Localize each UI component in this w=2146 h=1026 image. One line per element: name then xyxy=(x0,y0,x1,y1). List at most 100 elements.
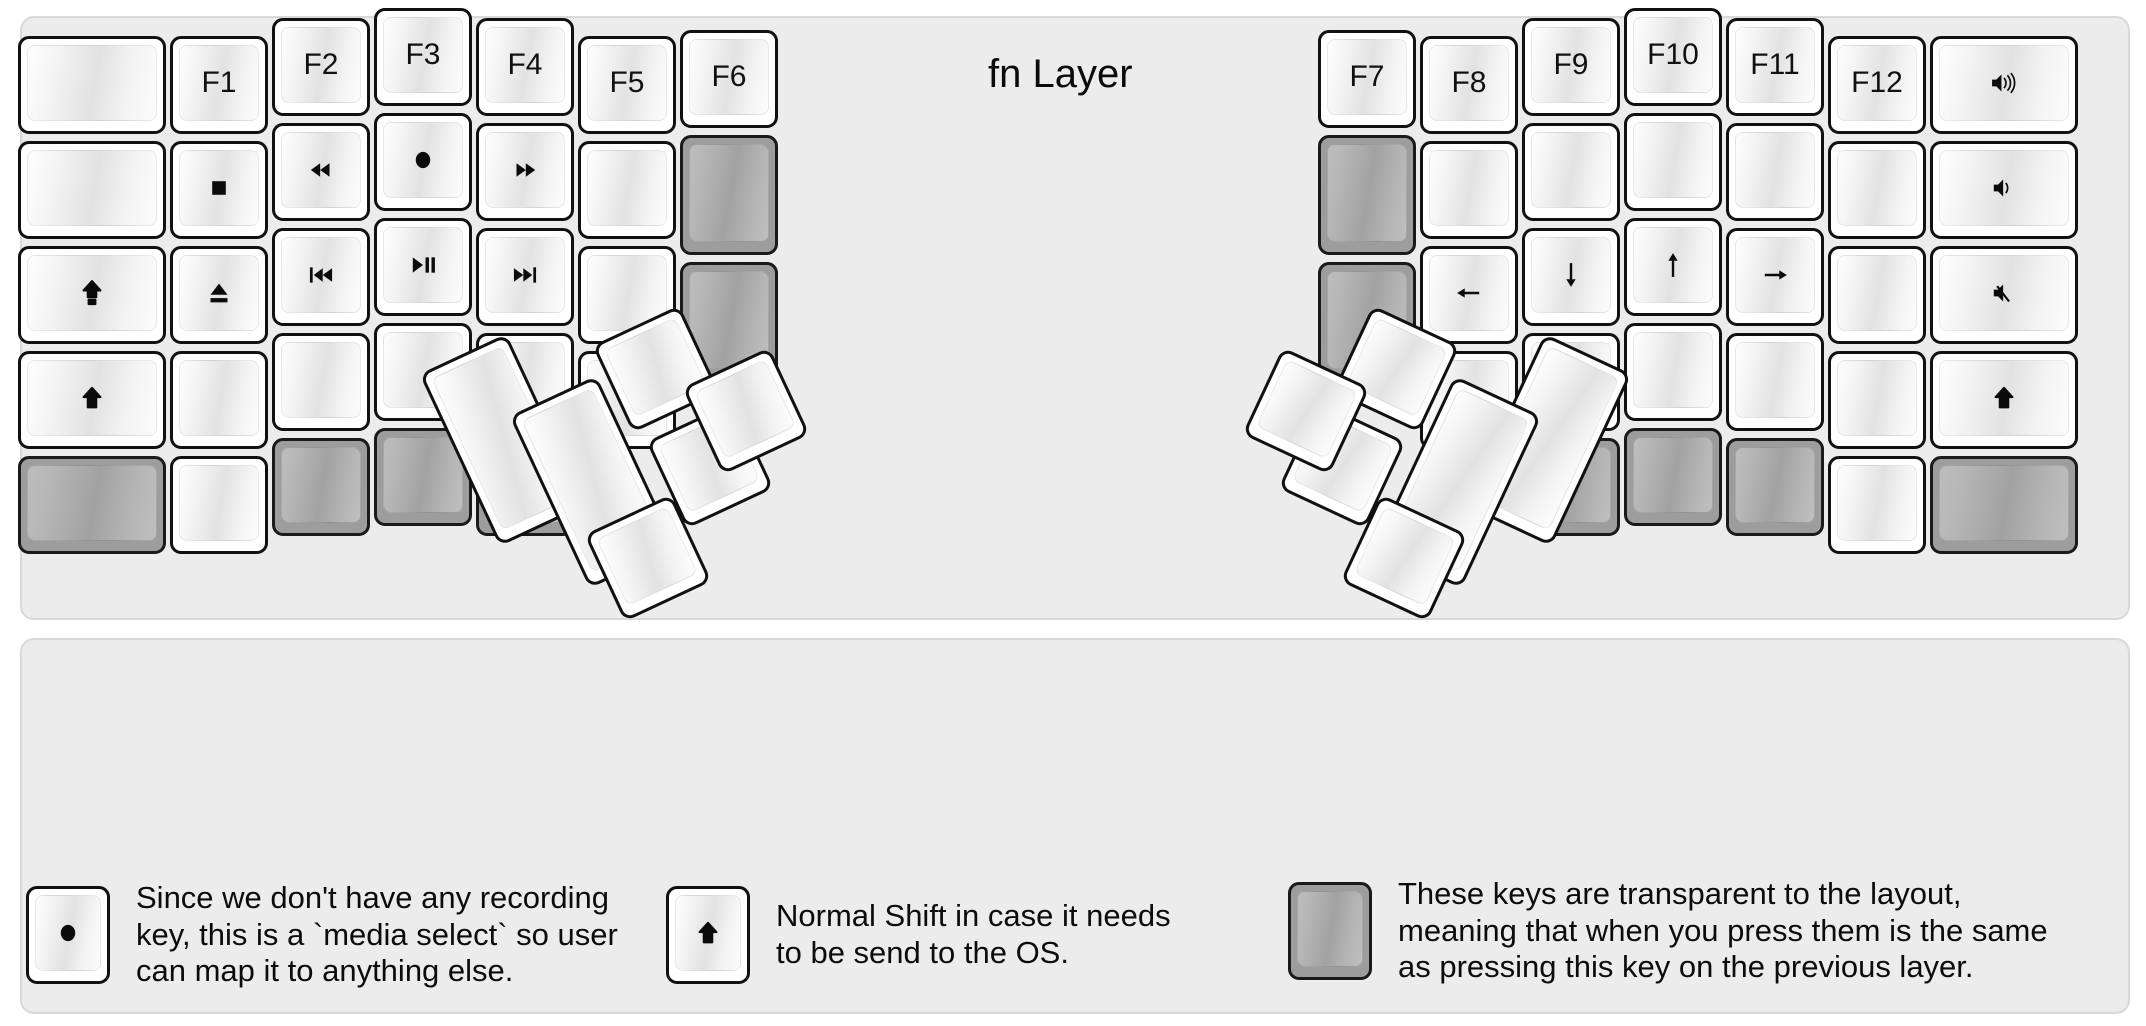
col-f9-key-1[interactable] xyxy=(1522,123,1620,221)
keycap-surface xyxy=(383,437,463,513)
keycap-surface xyxy=(1429,150,1509,226)
col-outer-key-1[interactable] xyxy=(18,141,166,239)
col-f12-key-3[interactable] xyxy=(1828,351,1926,449)
col-f10-key-1[interactable] xyxy=(1624,113,1722,211)
col-f12-key-1[interactable] xyxy=(1828,141,1926,239)
col-f11-key-4[interactable] xyxy=(1726,438,1824,536)
col-f8-key-2[interactable] xyxy=(1420,246,1518,344)
col-f2-key-2[interactable] xyxy=(272,228,370,326)
col-f1-key-3[interactable] xyxy=(170,351,268,449)
keycap-surface xyxy=(27,465,157,541)
col-f7-key-1[interactable] xyxy=(1318,135,1416,255)
legend-media-record-text: Since we don't have any recording key, t… xyxy=(136,880,618,989)
col-f8-key-0[interactable]: F8 xyxy=(1420,36,1518,134)
key-label: F3 xyxy=(405,38,441,71)
keycap-surface xyxy=(1939,465,2069,541)
col-f1-key-4[interactable] xyxy=(170,456,268,554)
keycap-surface xyxy=(689,144,769,242)
media-stop-icon xyxy=(202,171,236,205)
col-f2-key-1[interactable] xyxy=(272,123,370,221)
keycap-surface xyxy=(27,45,157,121)
keycap-surface xyxy=(596,506,699,607)
col-f7-key-0[interactable]: F7 xyxy=(1318,30,1416,128)
keycap-surface xyxy=(1429,255,1509,331)
shift-icon xyxy=(75,381,109,415)
col-f10-key-2[interactable] xyxy=(1624,218,1722,316)
col-f10-key-3[interactable] xyxy=(1624,323,1722,421)
col-f8-key-1[interactable] xyxy=(1420,141,1518,239)
col-f11-key-0[interactable]: F11 xyxy=(1726,18,1824,116)
keycap-surface xyxy=(694,359,797,460)
legend-media-record: Since we don't have any recording key, t… xyxy=(26,880,618,990)
col-f4-key-1[interactable] xyxy=(476,123,574,221)
key-label: F7 xyxy=(1349,60,1385,93)
col-outer-right-key-0[interactable] xyxy=(1930,36,2078,134)
keycap-surface xyxy=(1531,237,1611,313)
keycap-surface: F4 xyxy=(485,27,565,103)
keycap-surface xyxy=(1255,359,1358,460)
key-label: F11 xyxy=(1750,48,1800,81)
col-f3-key-0[interactable]: F3 xyxy=(374,8,472,106)
key-label: F5 xyxy=(609,66,645,99)
col-outer-right-key-4[interactable] xyxy=(1930,456,2078,554)
keycap-surface xyxy=(675,895,741,971)
media-fast-forward-icon xyxy=(508,153,542,187)
col-f2-key-0[interactable]: F2 xyxy=(272,18,370,116)
col-outer-key-4[interactable] xyxy=(18,456,166,554)
col-f10-key-0[interactable]: F10 xyxy=(1624,8,1722,106)
col-outer-right-key-1[interactable] xyxy=(1930,141,2078,239)
col-f6-key-0[interactable]: F6 xyxy=(680,30,778,128)
volume-mute-icon xyxy=(1987,276,2021,310)
col-f1-key-0[interactable]: F1 xyxy=(170,36,268,134)
keycap-surface: F7 xyxy=(1327,39,1407,115)
keycap-surface xyxy=(27,150,157,226)
media-play-pause-icon xyxy=(406,248,440,282)
caps-lock-icon xyxy=(75,276,109,310)
col-f1-key-1[interactable] xyxy=(170,141,268,239)
col-f12-key-2[interactable] xyxy=(1828,246,1926,344)
col-f11-key-1[interactable] xyxy=(1726,123,1824,221)
keycap-surface xyxy=(179,465,259,541)
keycap-surface xyxy=(281,237,361,313)
col-outer-right-key-2[interactable] xyxy=(1930,246,2078,344)
col-outer-key-0[interactable] xyxy=(18,36,166,134)
keycap-surface xyxy=(1633,332,1713,408)
keycap-surface xyxy=(1837,465,1917,541)
keycap-surface xyxy=(281,132,361,208)
keycap-surface xyxy=(35,894,101,971)
col-f12-key-0[interactable]: F12 xyxy=(1828,36,1926,134)
key-label: F1 xyxy=(201,66,237,99)
col-f3-key-4[interactable] xyxy=(374,428,472,526)
keycap-surface xyxy=(1939,255,2069,331)
col-outer-right-key-3[interactable] xyxy=(1930,351,2078,449)
col-f2-key-4[interactable] xyxy=(272,438,370,536)
keycap-surface: F3 xyxy=(383,17,463,93)
col-f3-key-2[interactable] xyxy=(374,218,472,316)
col-f9-key-2[interactable] xyxy=(1522,228,1620,326)
legend-transparent-keys-text: These keys are transparent to the layout… xyxy=(1398,876,2048,985)
col-f4-key-0[interactable]: F4 xyxy=(476,18,574,116)
col-f6-key-1[interactable] xyxy=(680,135,778,255)
keycap-surface xyxy=(1939,45,2069,121)
col-f12-key-4[interactable] xyxy=(1828,456,1926,554)
keycap-surface xyxy=(27,360,157,436)
col-f2-key-3[interactable] xyxy=(272,333,370,431)
col-f5-key-0[interactable]: F5 xyxy=(578,36,676,134)
keycap-surface xyxy=(587,150,667,226)
col-f10-key-4[interactable] xyxy=(1624,428,1722,526)
col-f11-key-2[interactable] xyxy=(1726,228,1824,326)
col-f5-key-1[interactable] xyxy=(578,141,676,239)
keycap-surface: F12 xyxy=(1837,45,1917,121)
col-f9-key-0[interactable]: F9 xyxy=(1522,18,1620,116)
col-f3-key-1[interactable] xyxy=(374,113,472,211)
col-f11-key-3[interactable] xyxy=(1726,333,1824,431)
keycap-surface xyxy=(383,122,463,198)
keycap-surface: F6 xyxy=(689,39,769,115)
col-outer-key-3[interactable] xyxy=(18,351,166,449)
key-label: F8 xyxy=(1451,66,1487,99)
col-outer-key-2[interactable] xyxy=(18,246,166,344)
col-f1-key-2[interactable] xyxy=(170,246,268,344)
key-label: F4 xyxy=(507,48,543,81)
col-f4-key-2[interactable] xyxy=(476,228,574,326)
